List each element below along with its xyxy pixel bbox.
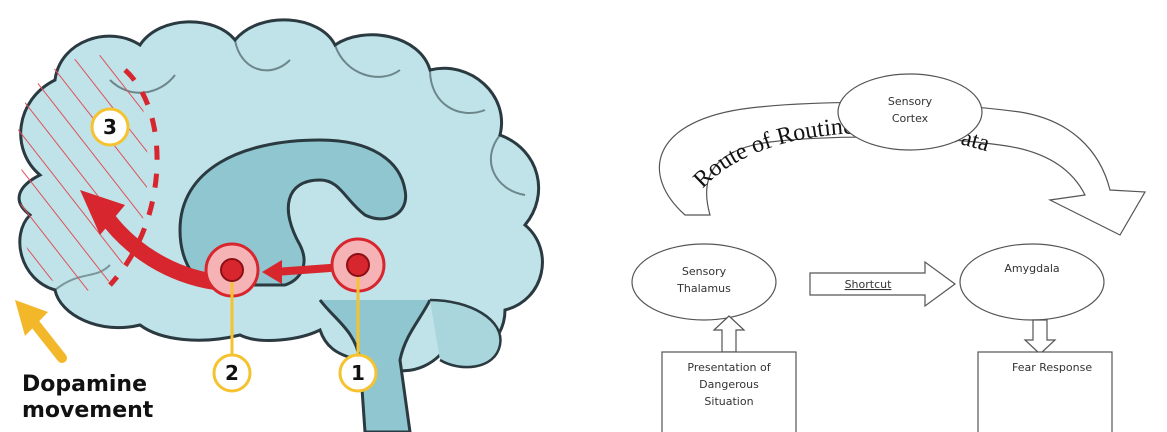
caption-line-1: Dopamine [22,372,153,398]
amygdala-node [960,244,1104,320]
presentation-line3: Situation [704,395,753,408]
brain-illustration-panel: 3 2 1 Dopamine movement [0,0,590,432]
marker-3-label: 3 [103,115,117,139]
dopamine-caption: Dopamine movement [22,372,153,424]
fear-pathway-diagram-panel: Route of Routine Sensory Data Sensory Co… [600,0,1167,432]
node-core [221,259,243,281]
caption-line-2: movement [22,398,153,424]
input-up-arrow [714,316,744,352]
amygdala-label: Amygdala [1004,262,1059,275]
dopamine-direction-arrow [32,320,62,358]
presentation-line2: Dangerous [699,378,759,391]
brain-illustration: 3 2 1 [0,0,590,432]
sensory-thalamus-line2: Thalamus [676,282,731,295]
node-link-arrow [275,268,330,272]
fear-response-label: Fear Response [1012,361,1092,374]
fear-pathway-diagram: Route of Routine Sensory Data Sensory Co… [600,0,1167,432]
marker-2-label: 2 [225,361,239,385]
sensory-cortex-line2: Cortex [892,112,929,125]
node-core [347,254,369,276]
shortcut-label: Shortcut [845,278,893,291]
presentation-line1: Presentation of [687,361,771,374]
marker-1-label: 1 [351,361,365,385]
sensory-cortex-line1: Sensory [888,95,933,108]
sensory-thalamus-line1: Sensory [682,265,727,278]
output-down-arrow [1025,320,1055,354]
